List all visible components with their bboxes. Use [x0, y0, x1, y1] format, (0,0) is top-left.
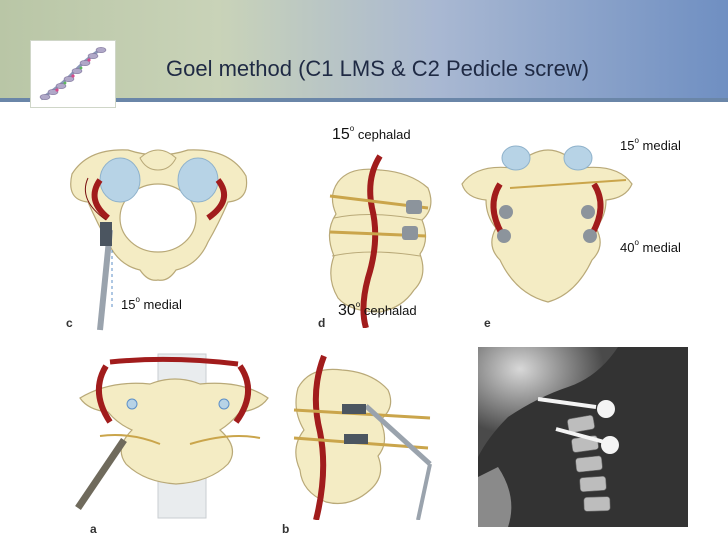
panel-label-e: e: [484, 316, 491, 330]
panel-label-c: c: [66, 316, 73, 330]
figure-b-lateral-surgical-view: [280, 352, 440, 521]
panel-label-d: d: [318, 316, 326, 330]
figure-e-posterior-view: [456, 136, 638, 308]
panel-label-a: a: [90, 522, 97, 536]
label-40-medial-e: 40o medial: [620, 238, 681, 255]
logo-spine-image: [30, 40, 116, 108]
figure-d-lateral-view: [310, 148, 450, 329]
xray-lateral-cervical-image: [478, 347, 688, 527]
label-15-cephalad: 15o cephalad: [332, 124, 411, 143]
panel-label-b: b: [282, 522, 290, 536]
figure-c-atlas-superior-view: [58, 130, 258, 340]
label-30-cephalad: 30o cephalad: [338, 300, 417, 319]
figure-a-posterior-surgical-view: [70, 352, 280, 520]
spine-logo-icon: [39, 47, 107, 101]
slide-title: Goel method (C1 LMS & C2 Pedicle screw): [166, 56, 590, 81]
label-15-medial-e: 15o medial: [620, 136, 681, 153]
header-stripe: [0, 98, 728, 102]
label-15-medial-c: 15o medial: [121, 295, 182, 312]
slide-header: [0, 0, 728, 102]
